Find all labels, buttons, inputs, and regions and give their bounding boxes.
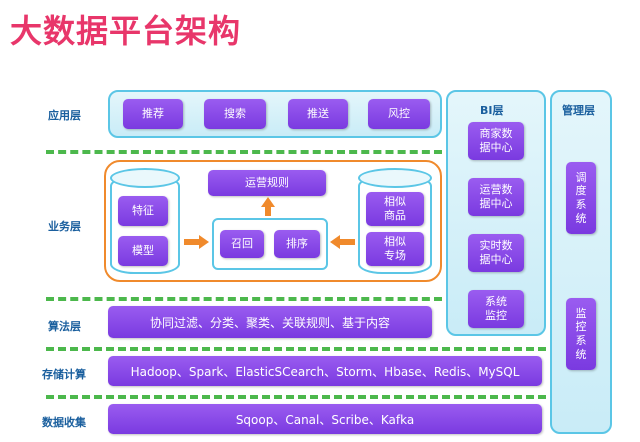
monitoring-system-button[interactable]: 监 控 系 统 [566, 298, 596, 370]
similar-products-button[interactable]: 相似 商品 [366, 192, 424, 226]
arrow-shaft-left [184, 239, 200, 245]
database-top-left [110, 168, 180, 188]
layer-label-collect: 数据收集 [42, 416, 86, 429]
storage-compute-bar[interactable]: Hadoop、Spark、ElasticSCearch、Storm、Hbase、… [108, 356, 542, 386]
separator-storage [46, 395, 546, 399]
similar-sessions-button[interactable]: 相似 专场 [366, 232, 424, 266]
algorithm-bar[interactable]: 协同过滤、分类、聚类、关联规则、基于内容 [108, 306, 432, 338]
arrow-shaft-right [339, 239, 355, 245]
app-item-search[interactable]: 搜索 [204, 99, 266, 129]
layer-label-app: 应用层 [48, 109, 81, 122]
separator-algorithm [46, 347, 546, 351]
app-item-recommend[interactable]: 推荐 [123, 99, 183, 129]
arrow-right-icon [199, 235, 209, 249]
merchant-data-center-button[interactable]: 商家数 据中心 [468, 122, 524, 160]
model-button[interactable]: 模型 [118, 236, 168, 266]
ops-data-center-button[interactable]: 运营数 据中心 [468, 178, 524, 216]
arrow-left-icon [330, 235, 340, 249]
layer-label-storage: 存储计算 [42, 368, 86, 381]
separator-app [46, 150, 442, 154]
scheduling-system-button[interactable]: 调 度 系 统 [566, 162, 596, 234]
rank-button[interactable]: 排序 [274, 230, 320, 258]
recall-button[interactable]: 召回 [220, 230, 264, 258]
data-collect-bar[interactable]: Sqoop、Canal、Scribe、Kafka [108, 404, 542, 434]
database-top-right [358, 168, 432, 188]
app-item-risk-control[interactable]: 风控 [368, 99, 430, 129]
management-layer-panel [550, 90, 612, 434]
separator-business [46, 297, 442, 301]
arrow-shaft-up [265, 206, 271, 216]
layer-label-algorithm: 算法层 [48, 320, 81, 333]
arrow-up-icon [261, 197, 275, 207]
page-title: 大数据平台架构 [10, 12, 242, 50]
system-monitor-button[interactable]: 系统 监控 [468, 290, 524, 328]
bi-layer-title: BI层 [480, 104, 504, 117]
layer-label-business: 业务层 [48, 220, 81, 233]
realtime-data-center-button[interactable]: 实时数 据中心 [468, 234, 524, 272]
app-item-push[interactable]: 推送 [288, 99, 348, 129]
feature-button[interactable]: 特征 [118, 196, 168, 226]
ops-rules-button[interactable]: 运营规则 [208, 170, 326, 196]
management-layer-title: 管理层 [562, 104, 595, 117]
